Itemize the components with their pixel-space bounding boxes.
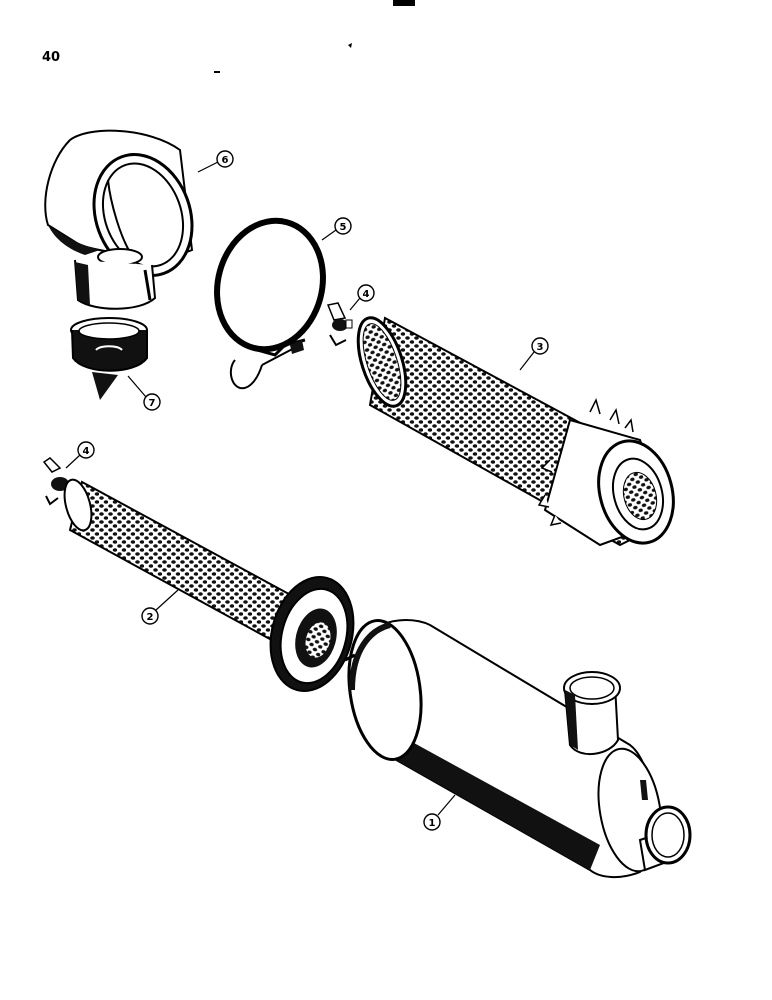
part-2-inner-filter <box>63 478 355 692</box>
callout-3: 3 <box>519 337 549 371</box>
callout-6: 6 <box>197 150 234 173</box>
callout-7: 7 <box>127 375 161 411</box>
page-number: 40 <box>42 50 61 65</box>
part-3-outer-filter <box>356 316 675 547</box>
callout-4-lower: 4 <box>65 441 95 469</box>
svg-text:6: 6 <box>222 155 229 166</box>
svg-text:1: 1 <box>429 818 436 829</box>
callout-1: 1 <box>423 794 456 831</box>
part-7-cup <box>70 317 148 400</box>
svg-text:7: 7 <box>149 398 156 409</box>
top-marks <box>214 0 415 73</box>
callout-5: 5 <box>321 217 352 241</box>
part-6-cap <box>44 129 194 310</box>
callout-4-upper: 4 <box>349 284 375 311</box>
svg-text:3: 3 <box>537 342 544 353</box>
svg-text:4: 4 <box>83 446 90 457</box>
part-1-air-cleaner-body <box>344 619 692 878</box>
svg-text:5: 5 <box>340 222 347 233</box>
part-4-wing-nut-upper <box>326 302 353 347</box>
svg-text:4: 4 <box>363 289 370 300</box>
callout-2: 2 <box>141 589 179 625</box>
part-5-clamp <box>214 217 326 390</box>
svg-text:2: 2 <box>147 612 154 623</box>
